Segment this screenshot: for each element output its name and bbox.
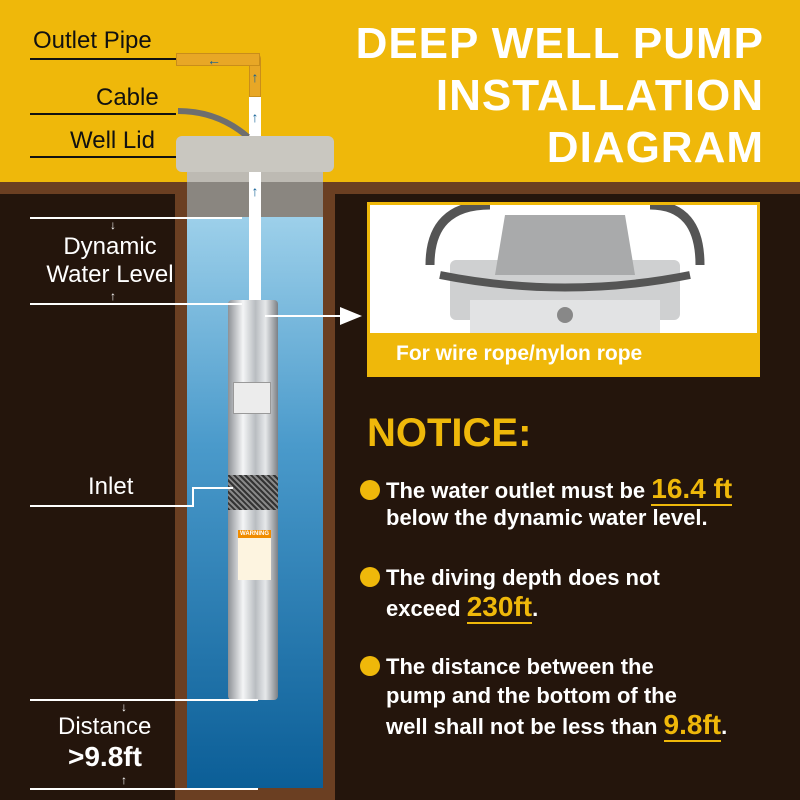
detail-pointer-line: [265, 315, 345, 317]
pump-head-illustration: [425, 205, 705, 333]
pump-top-closeup-image: [370, 205, 757, 333]
inlet-leader-line: [30, 487, 233, 507]
inlet-label: Inlet: [88, 473, 134, 500]
flow-up-arrow-icon: ↑: [251, 109, 259, 125]
distance-label: Distance: [58, 713, 152, 740]
outlet-pipe-label: Outlet Pipe: [33, 27, 152, 54]
bullet-icon: [360, 656, 380, 676]
well-lid-label: Well Lid: [70, 127, 155, 154]
well-lid: [176, 136, 334, 172]
page-title: DEEP WELL PUMP INSTALLATION DIAGRAM: [355, 19, 764, 172]
bullet-icon: [360, 480, 380, 500]
distance-bottom-line: [30, 788, 258, 790]
notice-item-diving-depth: The diving depth does not exceed 230ft.: [360, 563, 660, 624]
flow-left-arrow-icon: ←: [207, 52, 221, 68]
notice-heading: NOTICE:: [367, 411, 532, 455]
pump-warning-label: WARNING: [238, 530, 271, 580]
sky-background: [0, 0, 800, 182]
distance-value: >9.8ft: [68, 741, 142, 772]
notice-item-outlet-depth: The water outlet must be 16.4 ft below t…: [360, 473, 733, 532]
cable-leader-line: [30, 113, 176, 115]
warning-label-text: WARNING: [240, 531, 269, 537]
photo-caption: For wire rope/nylon rope: [396, 342, 643, 365]
cable-label: Cable: [96, 84, 159, 111]
distance-top-line: [30, 699, 258, 701]
detail-pointer-arrow-icon: [340, 307, 362, 325]
flow-up-arrow-icon: ↑: [251, 69, 259, 85]
well-lid-leader-line: [30, 156, 176, 158]
dynamic-level-bottom-line: [30, 303, 242, 305]
down-arrow-icon: ↓: [121, 700, 127, 714]
down-arrow-icon: ↓: [110, 218, 116, 232]
cable: [178, 108, 250, 140]
notice-item-bottom-distance: The distance between the pump and the bo…: [360, 652, 727, 742]
pump-inlet-screen: [228, 475, 278, 510]
up-arrow-icon: ↑: [110, 289, 116, 303]
rope-attachment-photo: For wire rope/nylon rope: [367, 202, 760, 377]
outlet-pipe-horizontal: [176, 53, 260, 66]
dynamic-level-top-line: [30, 217, 242, 219]
up-arrow-icon: ↑: [121, 773, 127, 787]
ground-surface: [0, 182, 800, 194]
outlet-pipe-leader-line: [30, 58, 176, 60]
flow-up-arrow-icon: ↑: [251, 183, 259, 199]
bullet-icon: [360, 567, 380, 587]
pump-nameplate: [233, 382, 271, 414]
